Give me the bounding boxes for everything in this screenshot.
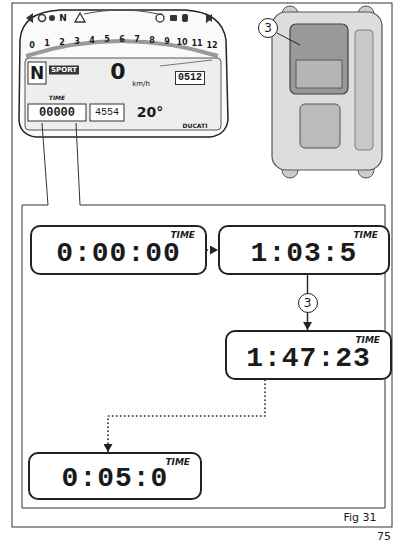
speed-value: 0 xyxy=(110,61,125,83)
lcd-area xyxy=(25,58,221,130)
rpm-number: 3 xyxy=(74,38,80,46)
rpm-number: 8 xyxy=(149,37,155,45)
rpm-number: 12 xyxy=(206,42,217,50)
figure-frame xyxy=(12,3,392,527)
time-readout: 1:03:5 xyxy=(220,240,388,268)
display-tag: TIME xyxy=(170,231,195,240)
lcd-display: TIME0:00:00 xyxy=(30,225,207,275)
leader-line xyxy=(277,33,300,45)
rpm-number: 2 xyxy=(59,39,65,47)
neutral-indicator: N xyxy=(59,14,67,23)
display-tag: TIME xyxy=(165,458,190,467)
rpm-number: 9 xyxy=(164,38,170,46)
warning-icons xyxy=(26,13,213,23)
lcd-value: 0512 xyxy=(175,71,205,85)
time-readout: 1:47:23 xyxy=(227,345,390,373)
rpm-number: 7 xyxy=(134,36,140,44)
handlebar-switch xyxy=(272,6,382,178)
rpm-number: 6 xyxy=(119,36,125,44)
lap-time-readout: 00000 xyxy=(39,107,75,119)
gear-indicator: N xyxy=(30,65,44,82)
display-tag: TIME xyxy=(355,336,380,345)
inset-pointer xyxy=(42,123,80,205)
rpm-number: 11 xyxy=(191,40,202,48)
rpm-number: 5 xyxy=(104,36,110,44)
figure-label: Fig 31 xyxy=(343,512,376,523)
time-readout: 0:05:0 xyxy=(30,465,200,493)
lcd-detail xyxy=(160,60,212,66)
brand-logo: DUCATI xyxy=(183,123,208,129)
dotted-arrow xyxy=(207,249,218,251)
callout-number: 3 xyxy=(258,18,278,38)
dotted-arrow xyxy=(108,380,265,452)
speed-unit: km/h xyxy=(132,81,150,88)
temperature-value: 20° xyxy=(137,105,163,119)
riding-mode: SPORT xyxy=(49,66,79,75)
time-readout: 0:00:00 xyxy=(32,240,205,268)
odo-box xyxy=(90,104,124,121)
rpm-number: 1 xyxy=(44,40,50,48)
rpm-number: 10 xyxy=(176,39,187,47)
rpm-number: 4 xyxy=(89,37,95,45)
callout-number: 3 xyxy=(298,293,318,313)
time-tag: TIME xyxy=(49,95,65,101)
bezel-detail xyxy=(84,10,158,14)
lcd-display: TIME0:05:0 xyxy=(28,452,202,500)
lcd-display: TIME1:03:5 xyxy=(218,225,390,275)
dashboard-bezel xyxy=(19,10,228,137)
rpm-number: 0 xyxy=(29,42,35,50)
time-box xyxy=(28,104,86,121)
lcd-display: TIME1:47:23 xyxy=(225,330,392,380)
gear-box xyxy=(28,62,46,84)
odometer-value: 4554 xyxy=(95,108,119,118)
display-tag: TIME xyxy=(353,231,378,240)
page-number: 75 xyxy=(377,531,391,542)
